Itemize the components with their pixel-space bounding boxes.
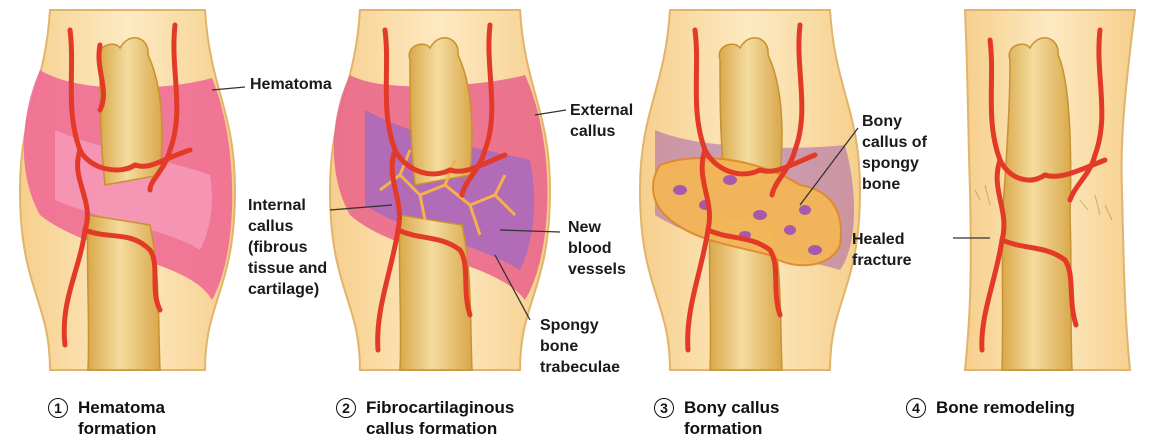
panel-4-bone-remodeling bbox=[965, 10, 1135, 370]
panel-1-hematoma-formation bbox=[20, 10, 235, 370]
label-new-blood-vessels: New blood vessels bbox=[568, 217, 626, 280]
label-bony-callus: Bony callus of spongy bone bbox=[862, 111, 927, 195]
panel-2-number: 2 bbox=[336, 398, 356, 418]
label-spongy-bone-trabeculae: Spongy bone trabeculae bbox=[540, 315, 620, 378]
panel-1-caption: Hematoma formation bbox=[78, 397, 165, 439]
label-external-callus: External callus bbox=[570, 100, 633, 142]
panel-3-bony-callus bbox=[640, 10, 860, 370]
panel-4-number: 4 bbox=[906, 398, 926, 418]
panel-2-fibrocartilaginous-callus bbox=[330, 10, 550, 370]
panel-3-caption: Bony callus formation bbox=[684, 397, 779, 439]
panel-4-caption: Bone remodeling bbox=[936, 397, 1075, 418]
panel-2-caption: Fibrocartilaginous callus formation bbox=[366, 397, 514, 439]
panel-1-number: 1 bbox=[48, 398, 68, 418]
label-hematoma: Hematoma bbox=[250, 74, 332, 95]
panel-3-number: 3 bbox=[654, 398, 674, 418]
label-internal-callus: Internal callus (fibrous tissue and cart… bbox=[248, 195, 327, 300]
label-healed-fracture: Healed fracture bbox=[852, 229, 912, 271]
